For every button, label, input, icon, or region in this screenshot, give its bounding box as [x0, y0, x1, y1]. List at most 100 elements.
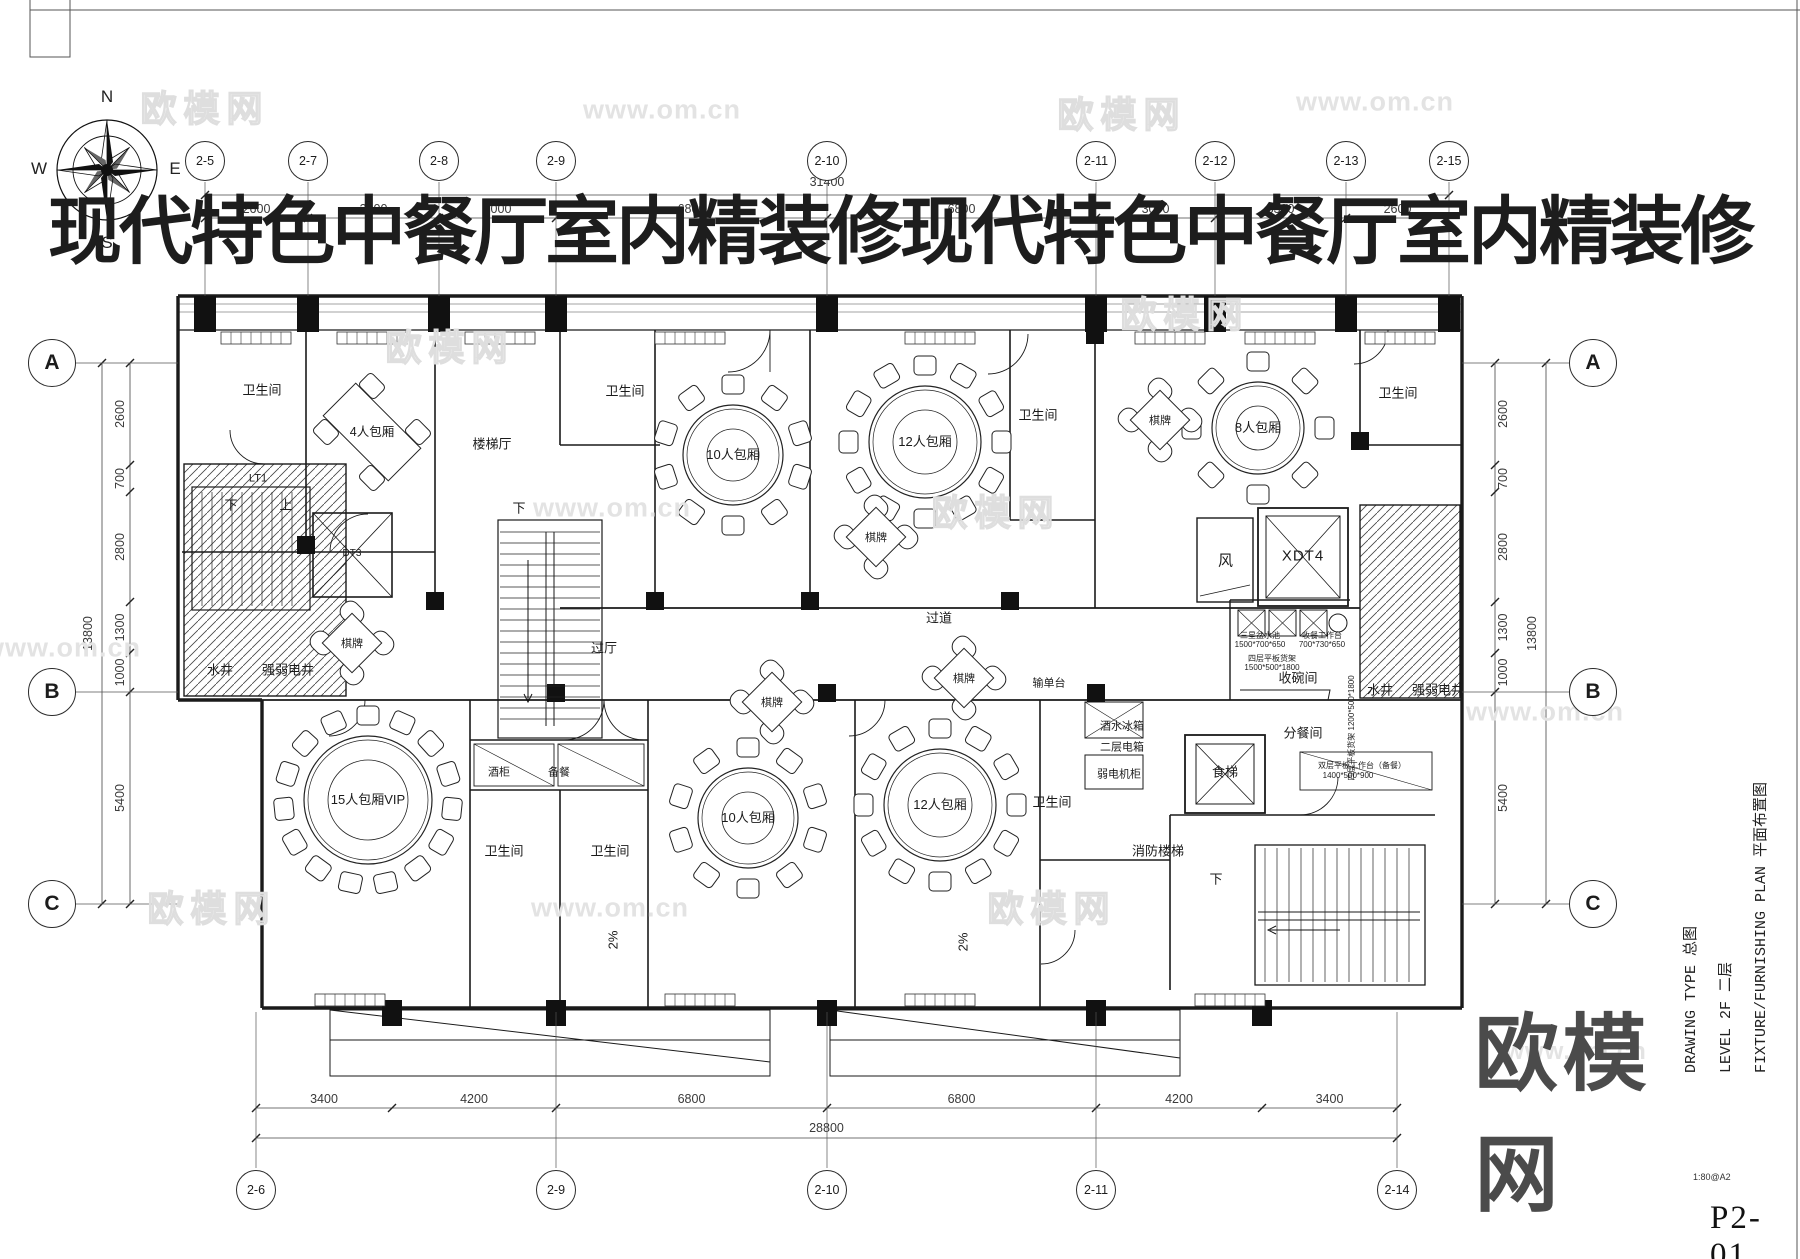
card-table: 棋牌 — [833, 494, 919, 580]
room-label: 下 — [512, 500, 526, 516]
table-label: 棋牌 — [865, 530, 887, 544]
dim-label: 6800 — [948, 202, 976, 216]
brand-logo-watermark: 欧模网 — [1474, 1007, 1651, 1222]
room-label: 楼梯厅 — [472, 436, 512, 452]
grid-bubble-2-9: 2-9 — [536, 141, 576, 181]
dim-label: 3400 — [310, 1092, 338, 1106]
grid-bubble-2-10: 2-10 — [807, 141, 847, 181]
room-label: 卫生间 — [605, 383, 645, 399]
annotation-label: 1500*700*650 — [1234, 640, 1286, 649]
room-label: 收碗间 — [1278, 670, 1318, 686]
dim-label: 700 — [113, 468, 127, 489]
room-label: 消防楼梯 — [1131, 843, 1185, 859]
dim-label: 4200 — [460, 1092, 488, 1106]
room-label: 弱电机柜 — [1097, 768, 1141, 781]
room-label: 强弱电井 — [1411, 682, 1465, 698]
room-label: LT1 — [248, 472, 268, 485]
grid-bubble-2-14: 2-14 — [1377, 1170, 1417, 1210]
card-table: 棋牌 — [1117, 377, 1203, 463]
room-label: 卫生间 — [1018, 407, 1058, 423]
room-label: 下 — [224, 497, 238, 513]
annotation-label: 三星盆水池 — [1240, 631, 1280, 640]
grid-bubble-2-11: 2-11 — [1076, 141, 1116, 181]
room-label: 水井 — [206, 662, 234, 678]
table-label: 12人包厢 — [898, 434, 951, 449]
room-label: 输单台 — [1032, 677, 1066, 690]
dim-label: 5400 — [1496, 784, 1510, 812]
grid-bubble-B: B — [1569, 668, 1617, 716]
round-table: 8人包厢 — [1181, 351, 1335, 505]
grid-bubble-2-12: 2-12 — [1195, 141, 1235, 181]
room-label: 风 — [1217, 552, 1235, 570]
dim-label: 3300 — [360, 202, 388, 216]
room-label: 分餐间 — [1283, 725, 1323, 741]
room-label: 卫生间 — [484, 843, 524, 859]
table-label: 10人包厢 — [721, 810, 774, 825]
grid-bubble-2-8: 2-8 — [419, 141, 459, 181]
grid-bubble-A: A — [28, 339, 76, 387]
annotation-label: 1400*500*900 — [1322, 771, 1374, 780]
room-label: 卫生间 — [590, 843, 630, 859]
room-label: 食梯 — [1211, 764, 1239, 780]
table-label: 棋牌 — [1149, 413, 1171, 427]
dim-label: 6800 — [678, 1092, 706, 1106]
round-table: 10人包厢 — [669, 737, 827, 899]
room-label: 下 — [1209, 871, 1223, 887]
dim-label: 2600 — [113, 400, 127, 428]
dim-label: 13800 — [81, 616, 95, 651]
dim-label: 6800 — [948, 1092, 976, 1106]
grid-bubble-2-10: 2-10 — [807, 1170, 847, 1210]
room-label: 卫生间 — [1378, 385, 1418, 401]
card-table: 棋牌 — [729, 659, 815, 745]
room-label: 水井 — [1366, 682, 1394, 698]
room-label: 过厅 — [590, 640, 618, 656]
table-label: 棋牌 — [341, 636, 363, 650]
dim-label: 2600 — [1384, 202, 1412, 216]
dim-label: 6800 — [678, 202, 706, 216]
dim-label: 3300 — [1267, 202, 1295, 216]
grid-bubble-2-13: 2-13 — [1326, 141, 1366, 181]
dim-label: 700 — [1496, 468, 1510, 489]
dim-label: 2600 — [1496, 400, 1510, 428]
room-label: 上 — [279, 497, 293, 513]
table-label: 15人包厢VIP — [331, 792, 405, 807]
card-table: 棋牌 — [309, 600, 395, 686]
watermark-title-text: 现代特色中餐厅室内精装修现代特色中餐厅室内精装修 — [48, 190, 1755, 273]
compass-n: N — [101, 87, 113, 106]
dim-label: 2800 — [1496, 533, 1510, 561]
dim-label: 1300 — [1496, 614, 1510, 642]
annotation-label: 700*730*650 — [1298, 640, 1346, 649]
room-label: DT3 — [342, 548, 362, 559]
dim-label: 28800 — [809, 1121, 844, 1135]
table-label: 棋牌 — [761, 695, 783, 709]
table-label: 4人包厢 — [350, 425, 394, 439]
round-table: 10人包厢 — [654, 374, 812, 536]
room-label: 二层电箱 — [1100, 741, 1144, 754]
card-table: 棋牌 — [921, 635, 1007, 721]
compass-s: S — [101, 233, 112, 252]
dim-label: 13800 — [1525, 616, 1539, 651]
dim-label: 3400 — [1316, 1092, 1344, 1106]
grid-bubble-C: C — [1569, 880, 1617, 928]
room-label: 酒柜 — [488, 766, 510, 779]
grid-bubble-2-11: 2-11 — [1076, 1170, 1116, 1210]
grid-bubble-A: A — [1569, 339, 1617, 387]
table-label: 8人包厢 — [1235, 420, 1281, 435]
dim-label: 3000 — [1142, 202, 1170, 216]
room-label: 卫生间 — [242, 382, 282, 398]
titleblock-level: LEVEL 2F 二层 — [1718, 961, 1735, 1073]
room-label: 卫生间 — [1032, 794, 1072, 810]
room-label: 2% — [605, 930, 621, 950]
room-label: 酒水冰箱 — [1100, 720, 1144, 733]
grid-bubble-B: B — [28, 668, 76, 716]
dim-label: 1000 — [113, 659, 127, 687]
square-table: 4人包厢 — [313, 373, 431, 491]
scale-note: 1:80@A2 — [1693, 1172, 1731, 1182]
grid-bubble-2-7: 2-7 — [288, 141, 328, 181]
table-label: 棋牌 — [953, 671, 975, 685]
table-label: 12人包厢 — [913, 797, 966, 812]
annotation-label: 四层平板货架 — [1248, 654, 1296, 663]
table-label: 10人包厢 — [706, 447, 759, 462]
grid-bubble-2-9: 2-9 — [536, 1170, 576, 1210]
